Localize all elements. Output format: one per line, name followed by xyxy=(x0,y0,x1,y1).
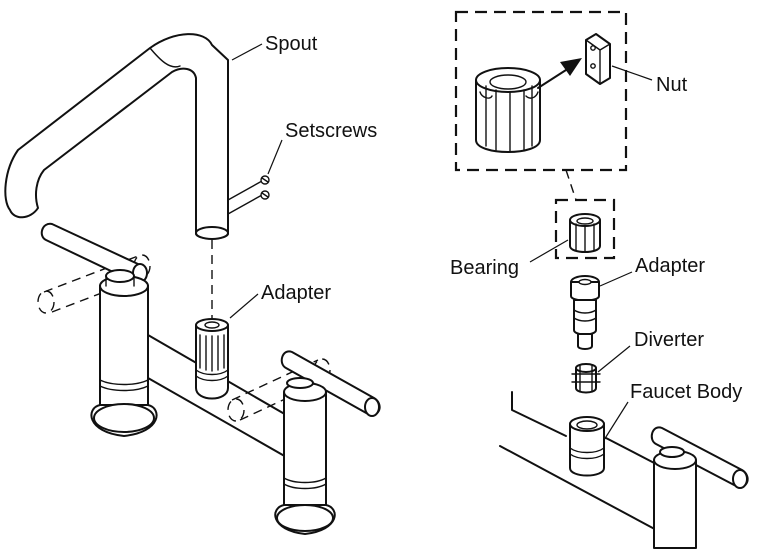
adapter-left-leader xyxy=(229,293,259,319)
faucet-body-label: Faucet Body xyxy=(630,381,742,403)
diverter-label: Diverter xyxy=(634,329,704,351)
setscrews-leader xyxy=(267,139,283,175)
diverter xyxy=(571,363,601,394)
adapter-right-label: Adapter xyxy=(635,255,705,277)
detail-box xyxy=(454,10,628,172)
adapter-left-label: Adapter xyxy=(261,282,331,304)
arrow-to-nut xyxy=(537,58,582,89)
setscrews-label: Setscrews xyxy=(285,120,377,142)
bearing-enlarged xyxy=(475,67,541,153)
spout xyxy=(4,33,229,240)
setscrews xyxy=(227,175,270,215)
bearing-leader xyxy=(529,239,569,263)
detail-connector xyxy=(565,169,577,201)
nut-label: Nut xyxy=(656,74,688,96)
nut-leader xyxy=(611,65,653,81)
bearing-box xyxy=(554,198,616,260)
faucet-body xyxy=(499,391,749,549)
right-handle xyxy=(227,350,381,422)
bearing-label: Bearing xyxy=(450,257,519,279)
faucet-body-leader xyxy=(603,401,629,441)
right-exploded-view xyxy=(454,10,749,549)
nut xyxy=(585,33,611,85)
left-adapter xyxy=(195,318,229,400)
spout-leader xyxy=(231,43,263,61)
bearing-small xyxy=(569,213,601,253)
spout-label: Spout xyxy=(265,33,318,55)
right-valve-body xyxy=(274,377,336,535)
right-adapter xyxy=(570,275,600,350)
diverter-leader xyxy=(597,345,631,373)
adapter-right-leader xyxy=(599,271,633,287)
left-faucet-assembly xyxy=(4,33,381,535)
left-valve-body xyxy=(90,269,158,437)
